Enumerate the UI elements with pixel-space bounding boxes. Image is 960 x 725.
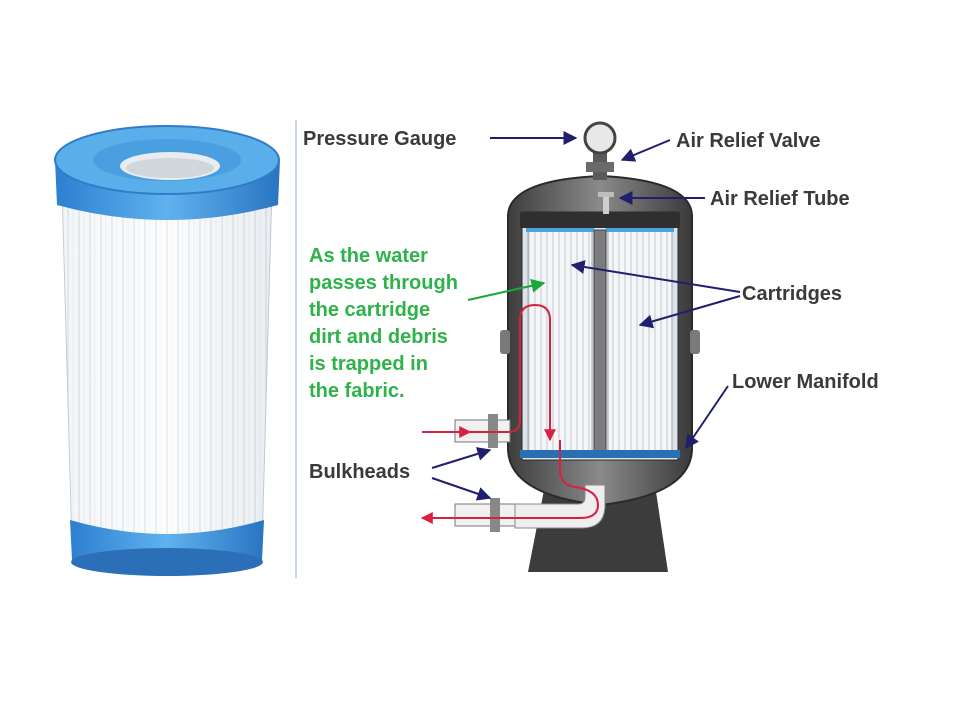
note-arrow [467,278,546,301]
label-bulkheads: Bulkheads [309,461,410,483]
water-flow-path [420,303,600,524]
explanation-note: As the water passes through the cartridg… [309,245,458,402]
note-line: the cartridge [309,299,430,321]
note-line: dirt and debris [309,326,448,348]
note-line: is trapped in [309,353,428,375]
note-line: passes through [309,272,458,294]
note-line: As the water [309,245,428,267]
label-pressure-gauge: Pressure Gauge [303,128,456,150]
filter-cartridge-photo [54,125,280,576]
label-lower-manifold: Lower Manifold [732,371,879,393]
left-cartridge [527,229,593,453]
filter-tank [454,121,700,572]
label-air-relief-tube: Air Relief Tube [710,188,850,210]
pressure-gauge-dial [583,121,617,155]
label-air-relief-valve: Air Relief Valve [676,130,821,152]
right-cartridge [607,229,673,453]
label-cartridges: Cartridges [742,283,842,305]
pointer-arrows [431,131,741,501]
note-line: the fabric. [309,380,405,402]
